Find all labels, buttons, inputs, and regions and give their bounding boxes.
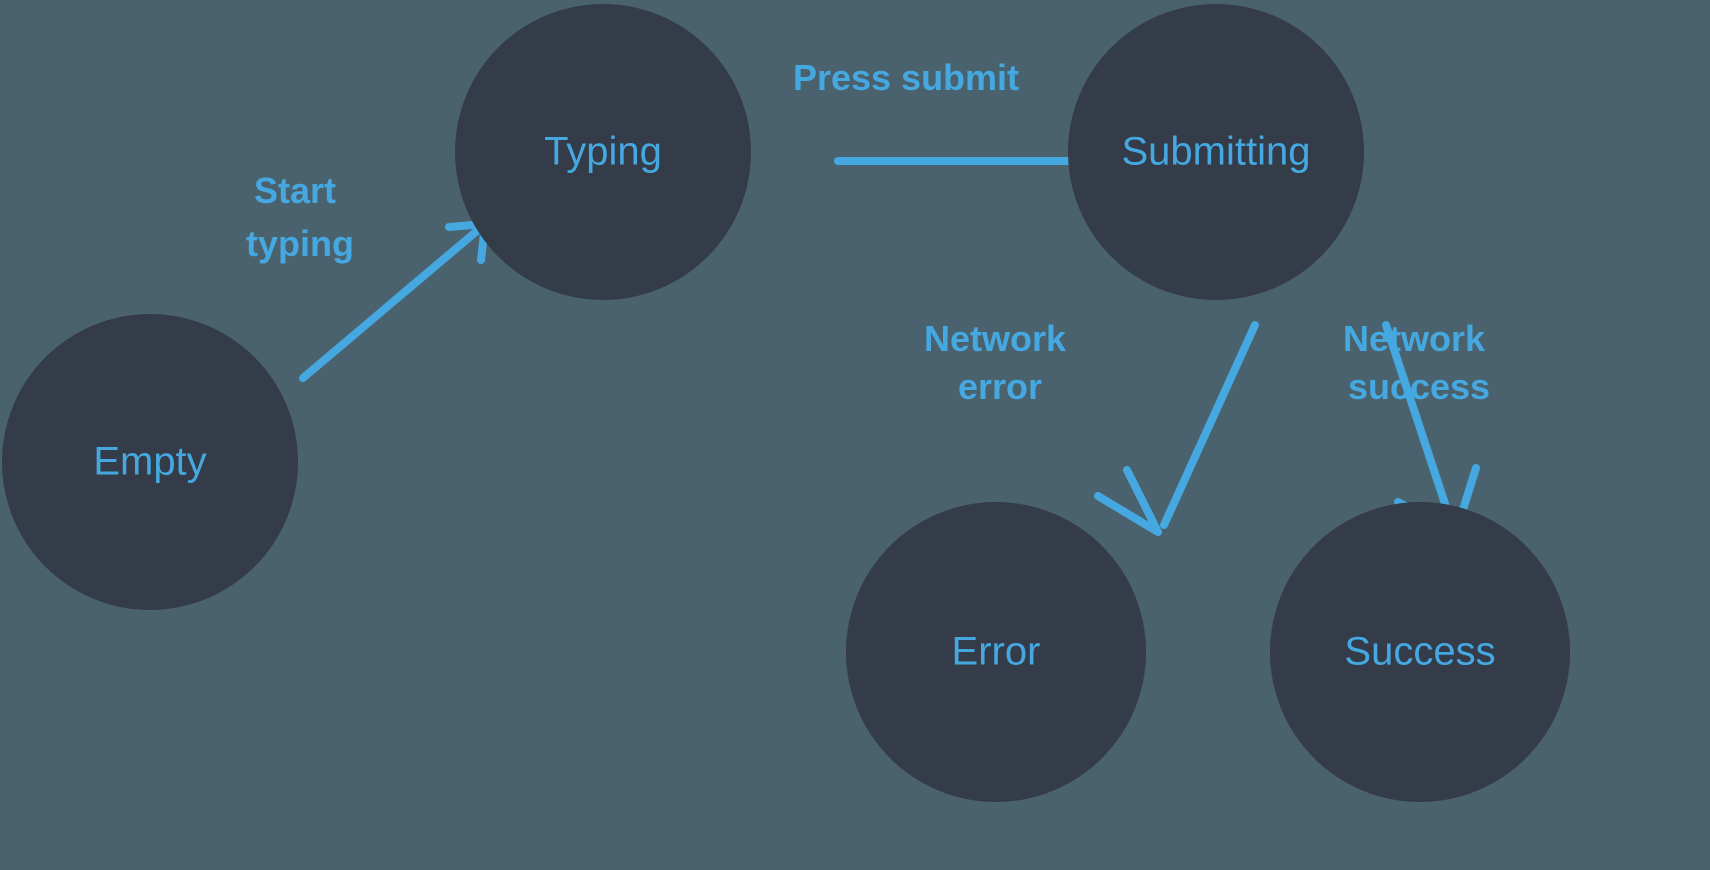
edge-submitting-to-error bbox=[1094, 321, 1259, 536]
state-node-error[interactable]: Error bbox=[846, 502, 1146, 802]
state-circle-submitting[interactable] bbox=[1068, 4, 1364, 300]
state-circle-error[interactable] bbox=[846, 502, 1146, 802]
edge-line-submitting-to-error bbox=[1160, 321, 1259, 529]
state-node-empty[interactable]: Empty bbox=[2, 314, 298, 610]
state-circle-success[interactable] bbox=[1270, 502, 1570, 802]
arrowhead-submitting-to-error bbox=[1094, 466, 1162, 536]
state-node-submitting[interactable]: Submitting bbox=[1068, 4, 1364, 300]
edge-empty-to-typing bbox=[299, 220, 489, 382]
state-node-typing[interactable]: Typing bbox=[455, 4, 751, 300]
edge-label-start-typing: Start typing bbox=[246, 170, 354, 264]
edge-submitting-to-success bbox=[1382, 321, 1480, 536]
edge-line-submitting-to-success bbox=[1382, 321, 1456, 529]
state-circle-typing[interactable] bbox=[455, 4, 751, 300]
state-node-success[interactable]: Success bbox=[1270, 502, 1570, 802]
edge-label-network-error: Network error bbox=[924, 318, 1076, 407]
edge-line-empty-to-typing bbox=[299, 226, 482, 382]
edge-label-press-submit: Press submit bbox=[793, 57, 1019, 98]
edge-label-network-success: Network success bbox=[1343, 318, 1495, 407]
state-circle-empty[interactable] bbox=[2, 314, 298, 610]
